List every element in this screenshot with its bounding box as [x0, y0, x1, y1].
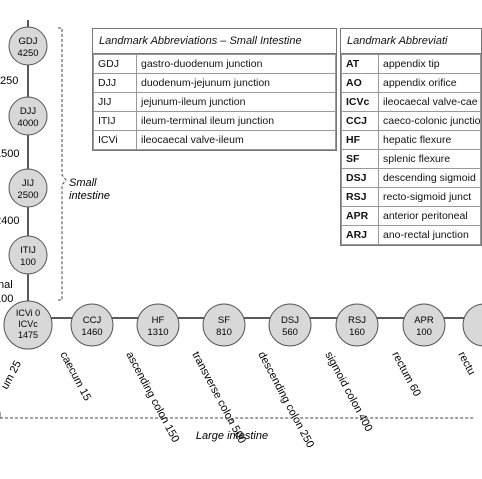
small-legend-title: Landmark Abbreviations – Small Intestine	[93, 29, 336, 54]
node-gdj-code: GDJ	[19, 36, 38, 47]
node-icv: ICVi 0 ICVc 1475	[3, 300, 53, 350]
node-rsj-code: RSJ	[348, 315, 366, 326]
node-hf: HF 1310	[136, 303, 180, 347]
large-intestine-brace	[0, 417, 474, 424]
node-apr-code: APR	[414, 315, 434, 326]
node-partial-right	[462, 303, 482, 347]
node-apr-value: 100	[416, 327, 432, 338]
small-intestine-legend: Landmark Abbreviations – Small Intestine…	[92, 28, 337, 151]
node-ccj-value: 1460	[81, 327, 102, 338]
segment-label-rectum: rectum 60	[389, 350, 423, 399]
node-dsj-value: 560	[282, 327, 298, 338]
small-intestine-brace	[58, 27, 67, 301]
segment-label-100: 100	[0, 293, 13, 305]
node-jij: JIJ 2500	[8, 168, 48, 208]
node-sf: SF 810	[202, 303, 246, 347]
intestine-diagram: GDJ 4250 250 DJJ 4000 1500 JIJ 2500 2400…	[0, 20, 482, 450]
large-legend-title: Landmark Abbreviati	[341, 29, 481, 54]
node-hf-code: HF	[152, 315, 165, 326]
segment-label-ascending: ascending colon 150	[123, 350, 181, 445]
node-djj-code: DJJ	[20, 106, 37, 117]
node-sf-code: SF	[218, 315, 230, 326]
node-djj-value: 4000	[17, 118, 38, 129]
segment-label-caecum: caecum 15	[57, 350, 93, 403]
node-ccj-code: CCJ	[83, 315, 102, 326]
clipped-label-um25: um 25	[0, 359, 24, 392]
node-icv-line3: 1475	[18, 330, 38, 340]
small-intestine-label-1: Small	[69, 177, 97, 189]
large-intestine-label: Large intestine	[196, 430, 268, 442]
node-apr: APR 100	[402, 303, 446, 347]
node-jij-code: JIJ	[22, 178, 34, 189]
node-sf-value: 810	[216, 327, 232, 338]
segment-label-sigmoid: sigmoid colon 400	[322, 350, 374, 434]
segment-label-2400: 2400	[0, 215, 19, 227]
node-rsj-value: 160	[349, 327, 365, 338]
node-gdj-value: 4250	[17, 48, 38, 59]
node-djj: DJJ 4000	[8, 96, 48, 136]
node-dsj: DSJ 560	[268, 303, 312, 347]
segment-label-250: 250	[0, 75, 18, 87]
node-itij-value: 100	[20, 257, 36, 268]
node-jij-value: 2500	[17, 190, 38, 201]
node-rsj: RSJ 160	[335, 303, 379, 347]
node-icv-line2: ICVc	[18, 319, 38, 329]
node-hf-value: 1310	[147, 327, 168, 338]
segment-label-1500: 1500	[0, 148, 19, 160]
node-ccj: CCJ 1460	[70, 303, 114, 347]
node-dsj-code: DSJ	[281, 315, 299, 326]
clipped-label-rectu: rectu	[455, 350, 477, 377]
small-intestine-label-2: intestine	[69, 190, 110, 202]
diagram-stage: GDJ 4250 250 DJJ 4000 1500 JIJ 2500 2400…	[0, 20, 482, 450]
node-gdj: GDJ 4250	[8, 26, 48, 66]
node-itij-code: ITIJ	[20, 245, 36, 256]
node-icv-line1: ICVi 0	[16, 308, 40, 318]
node-itij: ITIJ 100	[8, 235, 48, 275]
clipped-label-nal: nal	[0, 279, 13, 291]
